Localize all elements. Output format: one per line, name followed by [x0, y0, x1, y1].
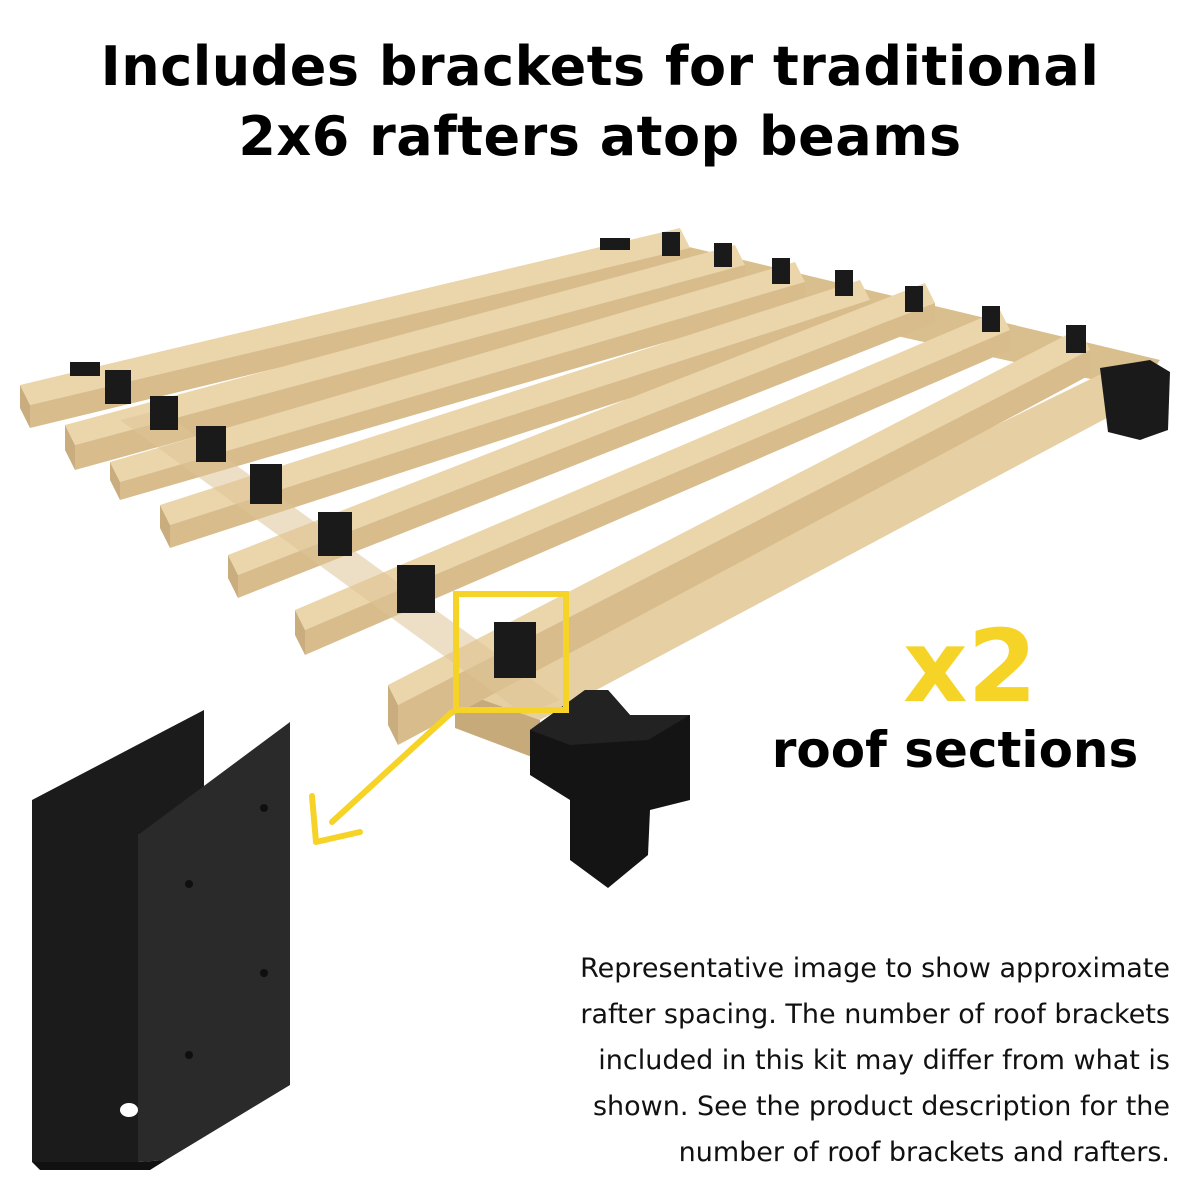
disclaimer-line: included in this kit may differ from wha…: [598, 1045, 1170, 1076]
rafter-bracket-icon: [494, 622, 536, 678]
rafter-bracket-icon: [835, 270, 853, 296]
rafter-3: [110, 262, 805, 500]
disclaimer-line: Representative image to show approximate: [580, 953, 1170, 984]
rafter-bracket-icon: [105, 370, 131, 404]
disclaimer-text: Representative image to show approximate…: [450, 946, 1170, 1176]
rafter-bracket-icon: [397, 565, 435, 613]
rafter-1: [20, 228, 690, 428]
disclaimer-line: shown. See the product description for t…: [592, 1091, 1170, 1122]
rafter-bracket-icon: [250, 464, 282, 504]
bracket-hole: [260, 804, 268, 812]
bracket-hole: [260, 969, 268, 977]
rafter-bracket-icon: [150, 396, 178, 430]
rafter-bracket-icon: [196, 426, 226, 462]
rafter-bracket-icon: [662, 232, 680, 256]
rafters: [20, 228, 1090, 745]
multiplier-label: x2: [902, 608, 1038, 725]
corner-bracket-right: [1100, 360, 1170, 440]
rafter-bracket-icon: [714, 243, 732, 267]
headline-line-1: Includes brackets for traditional: [100, 35, 1100, 98]
rafter-4: [160, 280, 870, 548]
left-carrier-beam: [120, 410, 560, 715]
u-bracket-icon: [32, 710, 290, 1170]
rafter-bracket-icon: [600, 238, 630, 250]
highlight-box-icon: [453, 591, 569, 713]
rafter-brackets: [70, 232, 1086, 678]
rafter-2: [65, 245, 745, 470]
disclaimer-line: number of roof brackets and rafters.: [678, 1137, 1170, 1168]
rafter-5: [228, 283, 935, 598]
rafter-bracket-icon: [772, 258, 790, 284]
rafter-6: [295, 310, 1010, 655]
disclaimer-line: rafter spacing. The number of roof brack…: [580, 999, 1170, 1030]
bracket-hole: [185, 880, 193, 888]
arrow-icon: [309, 709, 455, 845]
headline: Includes brackets for traditional 2x6 ra…: [0, 32, 1200, 172]
rafter-bracket-icon: [70, 362, 100, 376]
headline-line-2: 2x6 rafters atop beams: [238, 105, 962, 168]
bracket-hole: [120, 1103, 138, 1117]
bracket-hole: [185, 1051, 193, 1059]
rafter-bracket-icon: [318, 512, 352, 556]
corner-bracket-front: [530, 690, 690, 888]
rafter-bracket-icon: [1066, 325, 1086, 353]
rafter-bracket-icon: [982, 306, 1000, 332]
roof-sections-label: roof sections: [771, 721, 1139, 779]
rafter-bracket-icon: [905, 286, 923, 312]
